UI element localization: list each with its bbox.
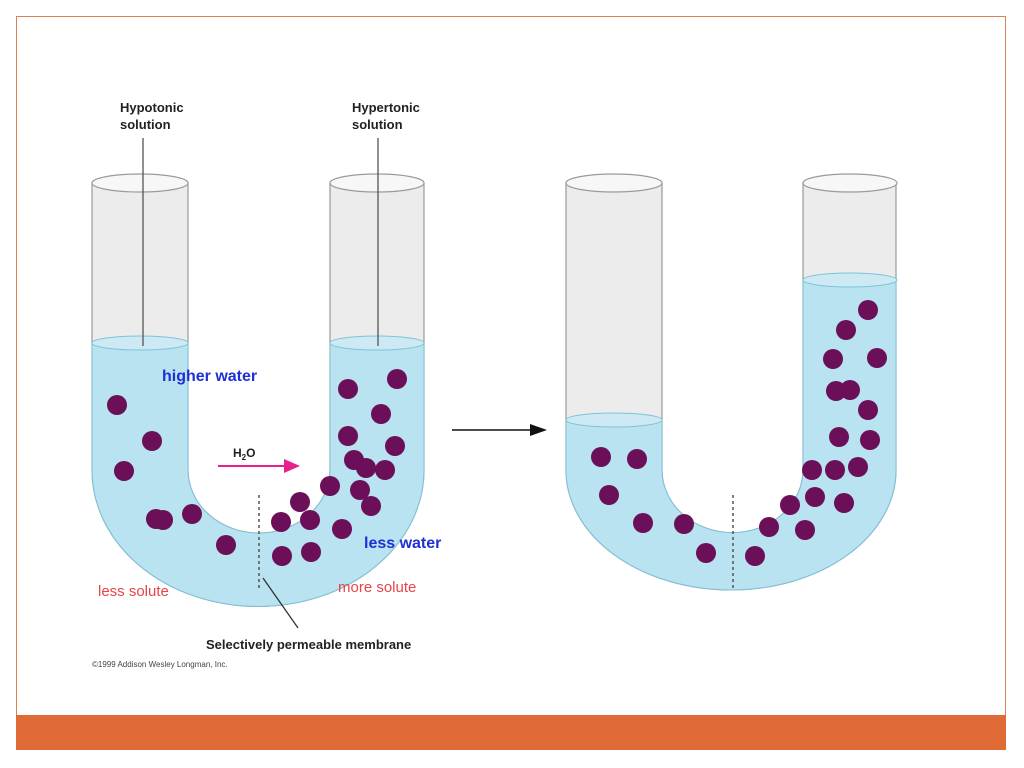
after-right-solute-particle [858,300,878,320]
particles-after [591,300,887,566]
after-right-solute-particle [780,495,800,515]
before-right-solute-particle [385,436,405,456]
after-right-solute-particle [829,427,849,447]
after-right-solute-particle [858,400,878,420]
particles-before [107,369,407,566]
h2o-label-h: H [233,446,242,460]
after-left-solute-particle [674,514,694,534]
water-surface-right-after [802,272,898,288]
after-right-solute-particle [823,349,843,369]
copyright-label: ©1999 Addison Wesley Longman, Inc. [92,660,228,669]
before-right-solute-particle [300,510,320,530]
hypotonic-label-line1: Hypotonic [120,100,184,115]
water-surface-right-before [329,335,425,351]
after-right-solute-particle [825,460,845,480]
before-left-solute-particle [142,431,162,451]
transition-arrow-head [530,424,547,436]
after-left-solute-particle [599,485,619,505]
after-right-solute-particle [848,457,868,477]
before-right-solute-particle [301,542,321,562]
after-right-solute-particle [840,380,860,400]
before-right-solute-particle [332,519,352,539]
before-right-solute-particle [290,492,310,512]
before-right-solute-particle [344,450,364,470]
before-right-solute-particle [272,546,292,566]
before-right-solute-particle [350,480,370,500]
less-solute-label: less solute [98,583,169,600]
h2o-label-subscript: 2 [242,453,247,462]
hypertonic-label-line2: solution [352,117,403,132]
tube-rim-left-before [91,173,189,193]
after-left-solute-particle [627,449,647,469]
after-right-solute-particle [759,517,779,537]
membrane-label: Selectively permeable membrane [206,637,411,652]
before-right-solute-particle [371,404,391,424]
hypotonic-label-line2: solution [120,117,171,132]
water-before [91,342,425,607]
after-right-solute-particle [867,348,887,368]
before-left-solute-particle [182,504,202,524]
after-right-solute-particle [795,520,815,540]
before-right-solute-particle [320,476,340,496]
less-water-label: less water [364,535,441,552]
after-left-solute-particle [696,543,716,563]
higher-water-label: higher water [162,368,257,385]
membrane-pointer [262,577,299,629]
before-left-solute-particle [153,510,173,530]
water-after [565,279,897,591]
water-surface-left-after [565,412,663,428]
before-left-solute-particle [114,461,134,481]
before-left-solute-particle [107,395,127,415]
hypertonic-label-line1: Hypertonic [352,100,420,115]
h2o-label: H2O [233,446,255,462]
before-right-solute-particle [361,496,381,516]
after-right-solute-particle [860,430,880,450]
h2o-arrow-head [284,459,300,473]
before-right-solute-particle [375,460,395,480]
tube-rim-left-after [565,173,663,193]
water-surface-left-before [91,335,189,351]
u-tube-before [91,138,425,629]
after-right-solute-particle [802,460,822,480]
before-left-solute-particle [216,535,236,555]
after-left-solute-particle [591,447,611,467]
footer-bar [16,715,1006,750]
tube-rim-right-before [329,173,425,193]
u-tube-after [565,173,898,591]
before-right-solute-particle [338,379,358,399]
tube-rim-right-after [802,173,898,193]
before-right-solute-particle [387,369,407,389]
after-right-solute-particle [834,493,854,513]
after-left-solute-particle [745,546,765,566]
h2o-label-o: O [246,446,255,460]
after-left-solute-particle [633,513,653,533]
after-right-solute-particle [836,320,856,340]
more-solute-label: more solute [338,579,416,596]
after-right-solute-particle [805,487,825,507]
before-right-solute-particle [338,426,358,446]
before-right-solute-particle [271,512,291,532]
